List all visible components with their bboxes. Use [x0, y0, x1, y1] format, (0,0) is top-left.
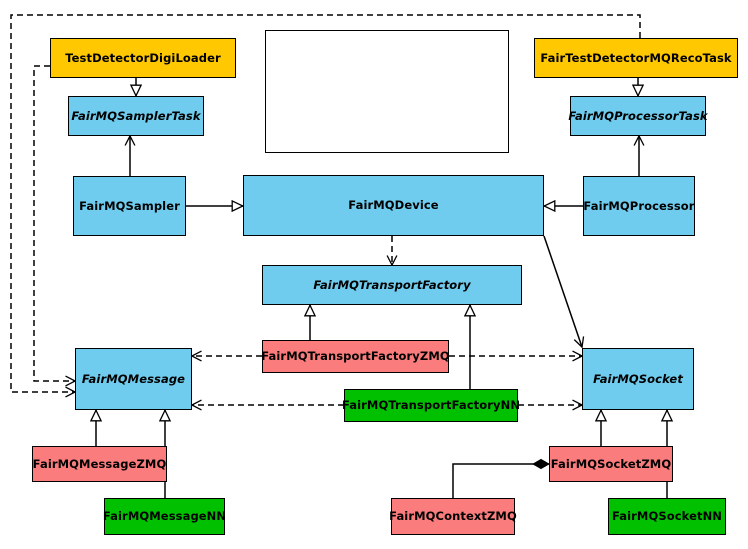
class-node-fairmqprocessor[interactable]: FairMQProcessor	[583, 176, 695, 236]
class-label: FairMQSocket	[593, 371, 683, 386]
class-node-fairmqtransportfactory[interactable]: FairMQTransportFactory	[262, 265, 522, 305]
class-label: FairMQProcessorTask	[568, 108, 708, 123]
class-label: FairMQTransportFactory	[313, 277, 471, 292]
class-label: FairMQTransportFactoryZMQ	[261, 349, 450, 364]
class-label: FairMQMessageZMQ	[32, 456, 167, 471]
class-node-fairmqdevice[interactable]: FairMQDevice	[243, 175, 544, 236]
class-node-fairtestdetectormqrecotask[interactable]: FairTestDetectorMQRecoTask	[534, 38, 738, 78]
class-node-fairmqtransportfactorynn[interactable]: FairMQTransportFactoryNN	[341, 389, 521, 422]
class-node-fairmqsocket[interactable]: FairMQSocket	[582, 348, 694, 410]
class-node-fairmqcontextzmq[interactable]: FairMQContextZMQ	[389, 498, 517, 535]
class-label: FairMQContextZMQ	[389, 509, 517, 524]
class-node-fairmqtransportfactoryzmq[interactable]: FairMQTransportFactoryZMQ	[261, 340, 450, 373]
legend-panel	[265, 30, 509, 153]
class-node-fairmqsamplertask[interactable]: FairMQSamplerTask	[68, 96, 204, 136]
class-label: FairMQTransportFactoryNN	[341, 398, 521, 413]
class-label: FairMQMessage	[81, 371, 186, 386]
class-label: FairMQSocketNN	[611, 509, 723, 524]
class-label: FairMQSamplerTask	[71, 108, 201, 123]
class-node-fairmqmessagenn[interactable]: FairMQMessageNN	[102, 498, 227, 535]
class-label: FairMQSampler	[79, 198, 180, 213]
class-node-testdetectordigiloader[interactable]: TestDetectorDigiLoader	[50, 38, 236, 78]
class-node-fairmqmessage[interactable]: FairMQMessage	[75, 348, 192, 410]
class-node-fairmqsocketzmq[interactable]: FairMQSocketZMQ	[549, 446, 673, 482]
class-node-fairmqsampler[interactable]: FairMQSampler	[73, 176, 186, 236]
class-node-fairmqsocketnn[interactable]: FairMQSocketNN	[608, 498, 726, 535]
class-label: FairMQDevice	[348, 198, 439, 213]
class-label: FairMQSocketZMQ	[550, 456, 672, 471]
class-label: FairMQProcessor	[583, 198, 695, 213]
class-label: FairMQMessageNN	[102, 509, 227, 524]
class-label: TestDetectorDigiLoader	[65, 50, 221, 65]
class-node-fairmqprocessortask[interactable]: FairMQProcessorTask	[568, 96, 708, 136]
class-node-fairmqmessagezmq[interactable]: FairMQMessageZMQ	[32, 446, 167, 482]
class-label: FairTestDetectorMQRecoTask	[540, 50, 732, 65]
